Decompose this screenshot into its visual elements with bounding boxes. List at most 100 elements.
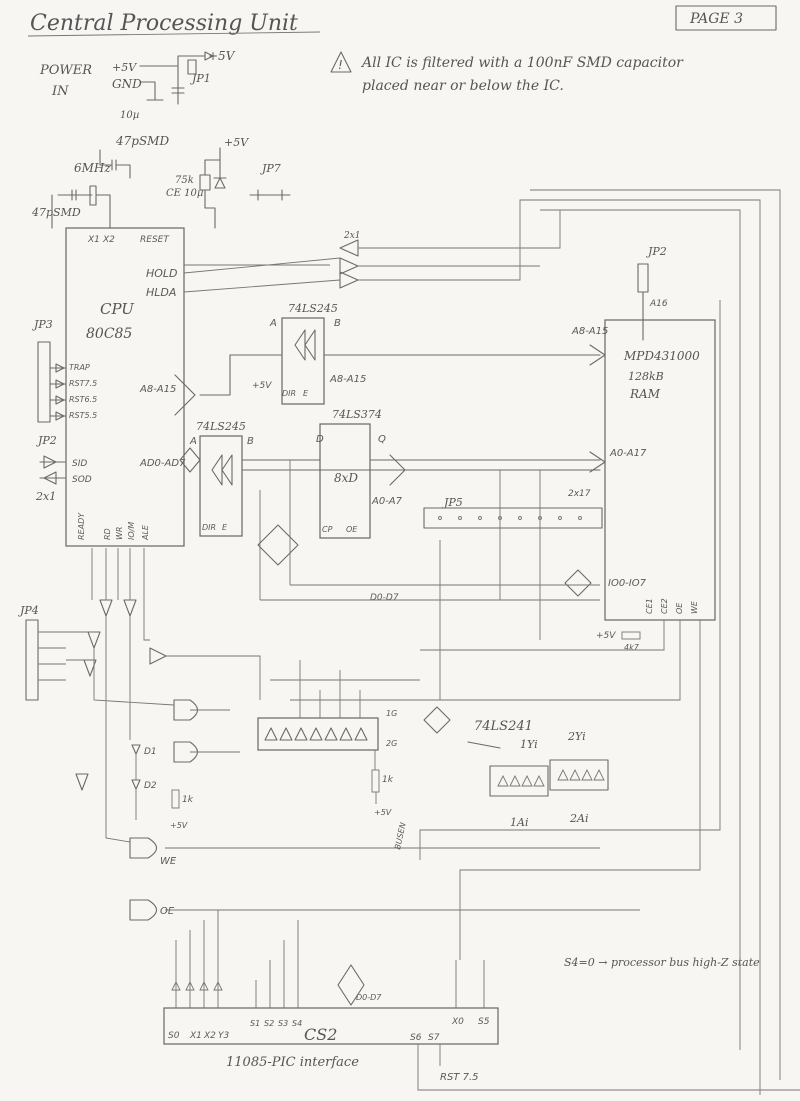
- cpu-part: 80C85: [86, 326, 132, 342]
- ram-pin-oe: OE: [675, 602, 684, 614]
- clock-cap1-label: 47pSMD: [115, 134, 169, 148]
- ram-type: RAM: [629, 387, 661, 401]
- power-in-label: IN: [51, 84, 69, 99]
- cs2-interface: CS2 11085-PIC interface S0 X1 X2 Y3 S1 S…: [163, 910, 800, 1091]
- ls241-res-label: 1k: [382, 775, 394, 785]
- data-bus-arrow-icon: [257, 524, 299, 566]
- jp4-connector: JP4: [18, 604, 66, 701]
- page-title: Central Processing Unit: [30, 11, 298, 36]
- ls245-top-vcc: +5V: [252, 381, 272, 391]
- jp3-connector: JP3 JP2 2x1: [32, 318, 67, 503]
- ls245-mid-label: 74LS245: [196, 420, 246, 433]
- diode-d2-label: D2: [144, 781, 157, 791]
- ls241-legend: 74LS241 1Yi 2Yi 1Ai 2Ai: [467, 719, 609, 829]
- cs2-rst-label: RST 7.5: [440, 1072, 479, 1083]
- cs2-name: CS2: [304, 1025, 337, 1044]
- reset-res-label: 75k: [175, 175, 194, 186]
- cpu-chip: CPU 80C85 X1 X2 RESET HOLD HLDA TRAP RST…: [65, 227, 201, 547]
- cpu-pin-hlda: HLDA: [146, 286, 176, 299]
- page-label: PAGE 3: [689, 11, 743, 27]
- power-gnd-label: GND: [112, 77, 142, 91]
- cs2-bus-label: D0-D7: [356, 993, 382, 1002]
- cs2-pin-s2: S2: [264, 1019, 274, 1028]
- ls245-top-chip: 74LS245 A B DIR E A8-A15 +5V: [199, 302, 606, 405]
- cpu-pin-rst75: RST7.5: [69, 379, 97, 388]
- jp2-connector: JP2 A16: [637, 245, 668, 341]
- cpu-pin-hold: HOLD: [146, 267, 178, 280]
- ram-pull-res: 4k7: [624, 643, 640, 652]
- diode-d1-label: D1: [144, 747, 157, 757]
- page-label-box: [675, 5, 777, 31]
- ls374-bus-label: A0-A7: [371, 496, 403, 507]
- cs2-pin-s4: S4: [292, 1019, 302, 1028]
- cs2-pin-x1: X1: [189, 1031, 202, 1041]
- ls245-top-pin-b: B: [334, 318, 341, 329]
- clock-cap2-label: 47pSMD: [31, 206, 81, 219]
- ls241-legend-2yi: 2Yi: [567, 730, 586, 743]
- cs2-pin-x2: X2: [203, 1031, 216, 1041]
- ls241-legend-title: 74LS241: [474, 719, 533, 734]
- ls245-top-pin-dir: DIR: [282, 389, 296, 398]
- power-cap-label: 10µ: [120, 110, 139, 121]
- logic-vcc-label: +5V: [170, 821, 188, 830]
- ls245-top-pin-a: A: [269, 318, 277, 329]
- reset-vcc-label: +5V: [224, 136, 249, 149]
- ls245-mid-pin-dir: DIR: [202, 523, 216, 532]
- crystal-label: 6MHz: [74, 161, 111, 175]
- cpu-pin-x1: X1: [87, 235, 100, 245]
- ls245-top-bus-label: A8-A15: [329, 374, 366, 385]
- ram-size: 128kB: [628, 370, 664, 383]
- ls245-mid-pin-b: B: [247, 436, 254, 447]
- clock-reset-block: 47pSMD 47pSMD 6MHz 75k CE 10µ +5V JP7: [31, 134, 291, 229]
- ls245-top-label: 74LS245: [288, 302, 338, 315]
- ram-pull-vcc: +5V: [596, 631, 616, 641]
- ram-io: IO0-IO7: [608, 578, 647, 589]
- title-underline: [27, 31, 321, 37]
- cpu-pin-ale: ALE: [141, 524, 150, 541]
- jp1-label: JP1: [190, 72, 211, 85]
- jp5-connector: JP5 2x17: [423, 489, 603, 529]
- cs2-subtitle: 11085-PIC interface: [226, 1055, 359, 1070]
- cpu-pin-sid: SID: [72, 459, 87, 469]
- logic-r1-label: 1k: [182, 795, 194, 805]
- note-line-2: placed near or below the IC.: [362, 78, 564, 94]
- cs2-pin-s3: S3: [278, 1019, 288, 1028]
- ls374-core: 8xD: [334, 471, 358, 485]
- ls241-legend-1ai: 1Ai: [510, 816, 528, 829]
- ls241-legend-1yi: 1Yi: [520, 738, 538, 751]
- jp4-label: JP4: [18, 604, 39, 617]
- ls374-label: 74LS374: [332, 408, 382, 421]
- ls245-mid-pin-e: E: [222, 523, 228, 532]
- jp2-pin-label: A16: [649, 299, 668, 309]
- warning-triangle-icon: !: [330, 51, 352, 73]
- ram-pin-ce1: CE1: [645, 598, 654, 614]
- jp5-count: 2x17: [568, 489, 591, 499]
- data-bus-lines: [259, 460, 600, 601]
- cpu-pin-a8a15: A8-A15: [139, 384, 176, 395]
- power-label: POWER: [39, 63, 92, 78]
- logic-oe-label: OE: [160, 906, 175, 917]
- cpu-pin-reset: RESET: [140, 235, 170, 245]
- cpu-pin-ready: READY: [77, 512, 86, 540]
- cpu-pin-rd: RD: [103, 528, 112, 540]
- jp7-label: JP7: [260, 162, 281, 175]
- ls245-top-pin-e: E: [303, 389, 309, 398]
- ram-pin-ce2: CE2: [660, 598, 669, 614]
- ram-pin-we: WE: [690, 600, 699, 614]
- cpu-pin-x2: X2: [102, 235, 115, 245]
- logic-we-label: WE: [160, 856, 177, 867]
- cpu-pin-rst55: RST5.5: [69, 411, 97, 420]
- ls374-pin-cp: CP: [322, 525, 333, 534]
- ls241-g1-label: 1G: [386, 709, 397, 718]
- cs2-pin-s0: S0: [168, 1031, 180, 1041]
- jp2-label: JP2: [646, 245, 667, 258]
- cpu-pin-ad0ad7: AD0-AD7: [139, 458, 186, 469]
- cpu-pin-trap: TRAP: [69, 363, 90, 372]
- cs2-pin-s5: S5: [478, 1017, 490, 1027]
- power-out-label: +5V: [208, 49, 236, 63]
- cs2-pin-x0: X0: [451, 1017, 464, 1027]
- hold-buffers: 2x1: [183, 199, 761, 1095]
- svg-text:!: !: [338, 58, 343, 72]
